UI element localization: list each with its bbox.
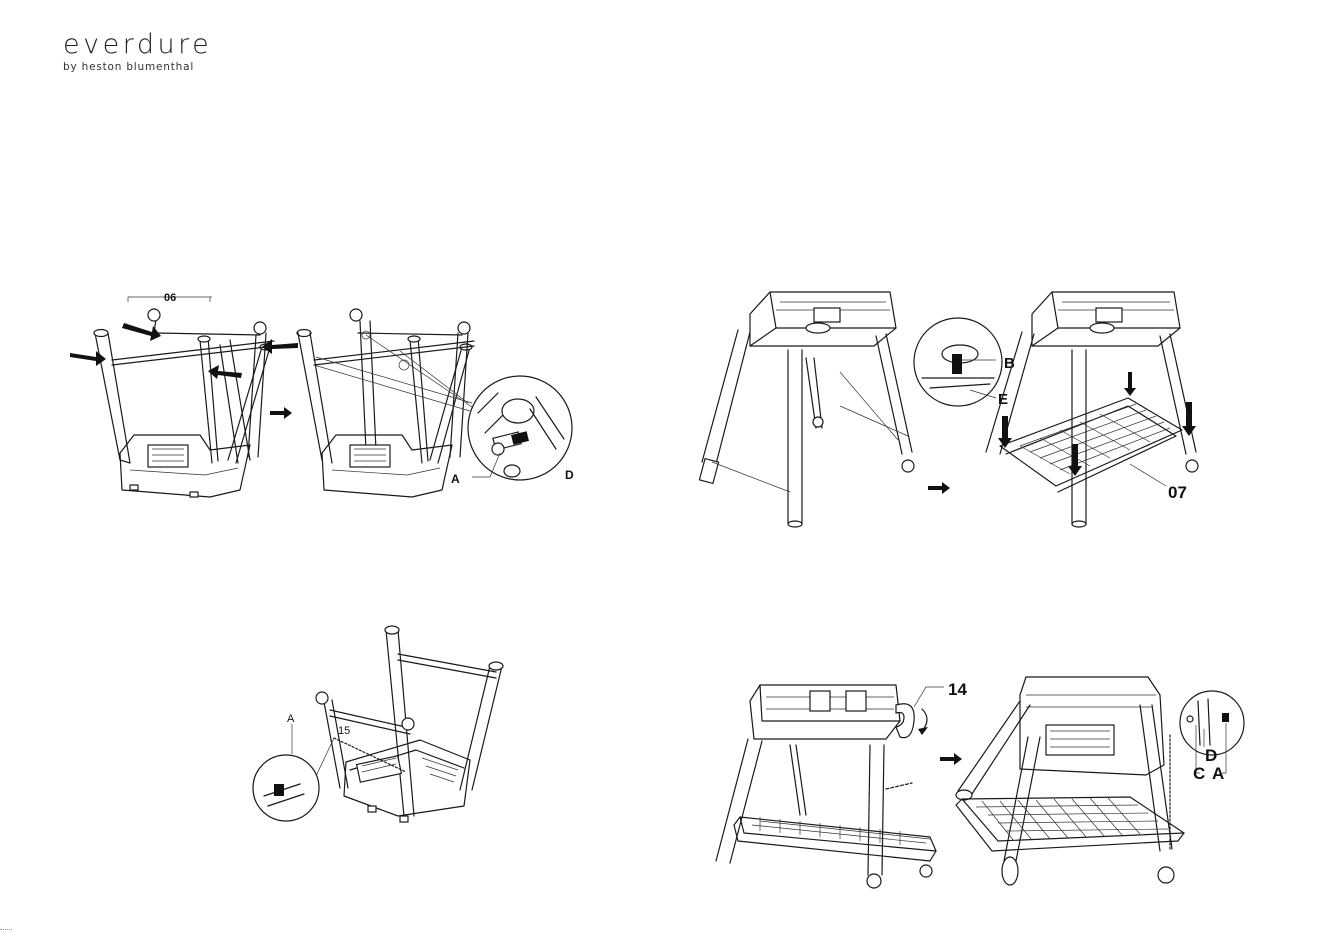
- frame-inverted: [316, 626, 503, 822]
- page-corner-mark: [0, 929, 12, 930]
- part-06-label: 06: [164, 292, 176, 304]
- step-arrow: [270, 407, 292, 419]
- detail-callout-screw: [253, 724, 334, 821]
- callout-a-label: A: [287, 713, 295, 725]
- step-top-left-diagram: 06: [60, 285, 580, 510]
- part-15-label: 15: [338, 725, 350, 737]
- frame-before-shelf: [699, 292, 914, 527]
- frame-after-assembly: [297, 309, 474, 497]
- step-top-right-diagram: B E 07: [690, 280, 1250, 530]
- step-arrow: [928, 482, 950, 494]
- callout-a-label: A: [1212, 764, 1224, 783]
- callout-b-label: B: [1004, 355, 1015, 372]
- step-bottom-left-diagram: A 15: [250, 620, 520, 845]
- callout-a-label: A: [451, 472, 460, 486]
- detail-callout-connector: [468, 376, 572, 480]
- part-07-label: 07: [1168, 483, 1187, 502]
- part-14-label: 14: [948, 680, 967, 699]
- callout-c-label: C: [1193, 764, 1205, 783]
- frame-with-shelf: [986, 292, 1198, 527]
- callout-d-label: D: [1205, 746, 1217, 765]
- callout-d-label: D: [565, 468, 574, 482]
- brand-tagline: by heston blumenthal: [63, 61, 212, 73]
- cart-inverted: [956, 677, 1184, 885]
- detail-callout-bolt: [914, 318, 1002, 406]
- frame-before-assembly: [70, 309, 298, 497]
- step-arrow: [940, 753, 962, 765]
- step-bottom-right-diagram: 14 D C A: [700, 665, 1245, 905]
- cart-before-handle: [716, 685, 944, 888]
- brand-name: everdure: [63, 30, 212, 60]
- brand-logo: everdure by heston blumenthal: [63, 30, 212, 73]
